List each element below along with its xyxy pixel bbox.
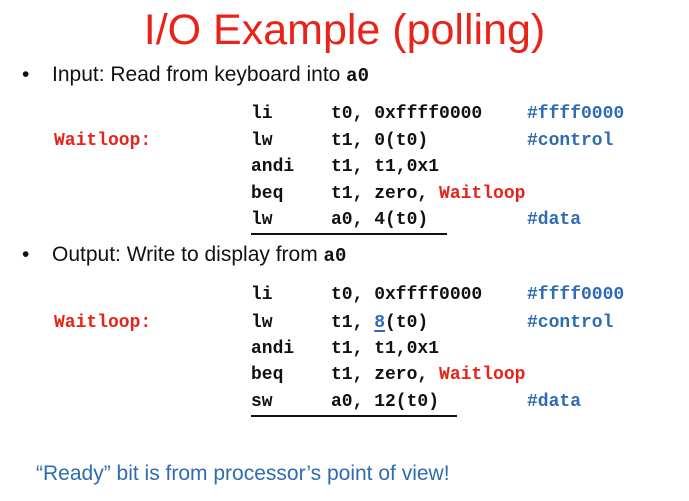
output-operand-0: t0, 0xffff0000	[331, 285, 483, 305]
output-bullet-register: a0	[323, 245, 347, 267]
input-comment-4: #data	[527, 210, 582, 230]
output-op-1: lw	[251, 313, 273, 333]
bullet-dot: •	[22, 243, 30, 266]
output-op-4: sw	[251, 392, 273, 412]
input-operand-2: t1, t1,0x1	[331, 157, 440, 177]
output-op-3: beq	[251, 365, 284, 385]
output-op-2: andi	[251, 339, 295, 359]
output-bullet: • Output: Write to display from a0	[22, 242, 346, 269]
input-comment-0: #ffff0000	[527, 104, 625, 124]
output-operand-3-text: t1, zero,	[331, 365, 440, 385]
input-operand-3-text: t1, zero,	[331, 184, 440, 204]
output-operand-4: a0, 12(t0)	[331, 392, 440, 412]
input-bullet: • Input: Read from keyboard into a0	[22, 62, 369, 89]
output-comment-0: #ffff0000	[527, 285, 625, 305]
input-op-0: li	[251, 104, 273, 124]
input-operand-1: t1, 0(t0)	[331, 131, 429, 151]
output-operand-2: t1, t1,0x1	[331, 339, 440, 359]
output-operand-3: t1, zero, Waitloop	[331, 364, 525, 386]
output-operand-1: t1, 8(t0)	[331, 312, 428, 334]
input-waitloop-label: Waitloop:	[54, 131, 152, 151]
footer-note: “Ready” bit is from processor’s point of…	[36, 462, 450, 485]
output-comment-4: #data	[527, 392, 582, 412]
input-branch-target: Waitloop	[439, 184, 526, 204]
input-op-1: lw	[251, 131, 273, 151]
output-control-offset: 8	[374, 313, 386, 333]
output-bullet-text: Output: Write to display from	[52, 243, 324, 266]
output-branch-target: Waitloop	[439, 365, 526, 385]
input-op-3: beq	[251, 184, 284, 204]
input-bullet-text: Input: Read from keyboard into	[52, 63, 347, 86]
input-bullet-register: a0	[346, 65, 369, 87]
input-operand-4: a0, 4(t0)	[331, 210, 429, 230]
output-op-0: li	[251, 285, 273, 305]
output-comment-1: #control	[527, 313, 614, 333]
input-op-4: lw	[251, 210, 273, 230]
input-last-line-underline	[251, 233, 447, 235]
bullet-dot: •	[22, 63, 30, 86]
input-operand-3: t1, zero, Waitloop	[331, 183, 525, 205]
output-operand-1-post: (t0)	[385, 313, 429, 333]
slide-title: I/O Example (polling)	[143, 6, 546, 54]
input-comment-1: #control	[527, 131, 614, 151]
output-operand-1-pre: t1,	[331, 313, 375, 333]
output-waitloop-label: Waitloop:	[54, 313, 152, 333]
input-operand-0: t0, 0xffff0000	[331, 104, 483, 124]
output-last-line-underline	[251, 415, 457, 417]
input-op-2: andi	[251, 157, 295, 177]
